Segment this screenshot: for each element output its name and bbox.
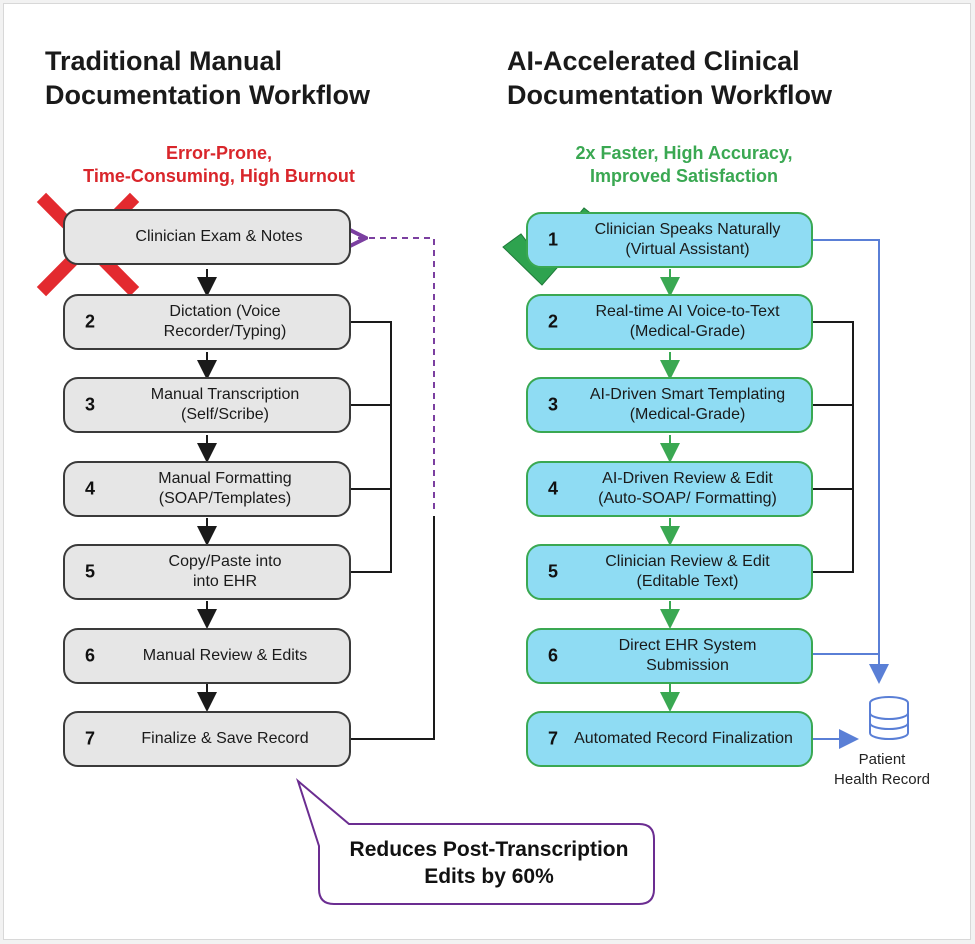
callout-text: Reduces Post-Transcription Edits by 60% [349,838,629,888]
right-panel-subtitle: 2x Faster, High Accuracy, Improved Satis… [575,143,793,186]
left-step-1: Clinician Exam & Notes [63,209,351,265]
right-step-4-text: AI-Driven Review & Edit (Auto-SOAP/ Form… [598,470,777,507]
feedback-dashed-arrow [356,238,435,509]
right-step-5: 5 Clinician Review & Edit (Editable Text… [526,544,813,600]
left-step-3-number: 3 [85,394,96,415]
patient-record-label: Patient Health Record [834,751,930,788]
right-step-2-number: 2 [548,311,559,332]
right-step-3: 3 AI-Driven Smart Templating (Medical-Gr… [526,377,813,433]
right-step-4-number: 4 [548,478,559,499]
left-step-2: 2 Dictation (Voice Recorder/Typing) [63,294,351,350]
right-step-7-number: 7 [548,728,559,749]
left-step-5-text: Copy/Paste into into EHR [168,553,282,590]
left-step-7-text: Finalize & Save Record [141,730,309,747]
left-step-7: 7 Finalize & Save Record [63,711,351,767]
right-step-5-text: Clinician Review & Edit (Editable Text) [605,553,770,590]
right-bracket-line [812,321,854,573]
right-step-1-number: 1 [548,229,559,250]
right-step-7: 7 Automated Record Finalization [526,711,813,767]
diagram-canvas: Traditional Manual Documentation Workflo… [3,3,971,940]
left-step-2-text: Dictation (Voice Recorder/Typing) [163,303,287,340]
left-step-1-text: Clinician Exam & Notes [135,228,303,245]
left-feedback-solid-line [350,516,435,740]
right-step-4: 4 AI-Driven Review & Edit (Auto-SOAP/ Fo… [526,461,813,517]
right-step-5-number: 5 [548,561,559,582]
left-step-3-text: Manual Transcription (Self/Scribe) [150,386,300,423]
left-step-6-text: Manual Review & Edits [142,647,308,664]
left-step-2-number: 2 [85,311,96,332]
left-step-3: 3 Manual Transcription (Self/Scribe) [63,377,351,433]
left-step-6-number: 6 [85,645,96,666]
right-step-3-text: AI-Driven Smart Templating (Medical-Grad… [589,386,786,423]
left-bracket-line [350,321,392,573]
right-step-1-text: Clinician Speaks Naturally (Virtual Assi… [594,221,781,258]
right-step-6-text: Direct EHR System Submission [618,637,757,674]
left-panel-title: Traditional Manual Documentation Workflo… [45,46,371,110]
left-step-7-number: 7 [85,728,96,749]
record-arrow-top [812,239,889,684]
right-step-3-number: 3 [548,394,559,415]
right-step-6: 6 Direct EHR System Submission [526,628,813,684]
right-panel-title: AI-Accelerated Clinical Documentation Wo… [507,46,833,110]
right-step-7-text: Automated Record Finalization [574,730,793,747]
left-step-4-text: Manual Formatting (SOAP/Templates) [158,470,292,507]
callout-bubble [295,777,655,905]
right-step-6-number: 6 [548,645,559,666]
left-step-4: 4 Manual Formatting (SOAP/Templates) [63,461,351,517]
left-step-5: 5 Copy/Paste into into EHR [63,544,351,600]
right-step-1: 1 Clinician Speaks Naturally (Virtual As… [526,212,813,268]
right-step-2: 2 Real-time AI Voice-to-Text (Medical-Gr… [526,294,813,350]
left-step-4-number: 4 [85,478,96,499]
left-step-5-number: 5 [85,561,96,582]
right-step-2-text: Real-time AI Voice-to-Text (Medical-Grad… [595,303,780,340]
left-step-6: 6 Manual Review & Edits [63,628,351,684]
left-panel-subtitle: Error-Prone, Time-Consuming, High Burnou… [83,143,355,186]
database-icon [869,696,909,740]
